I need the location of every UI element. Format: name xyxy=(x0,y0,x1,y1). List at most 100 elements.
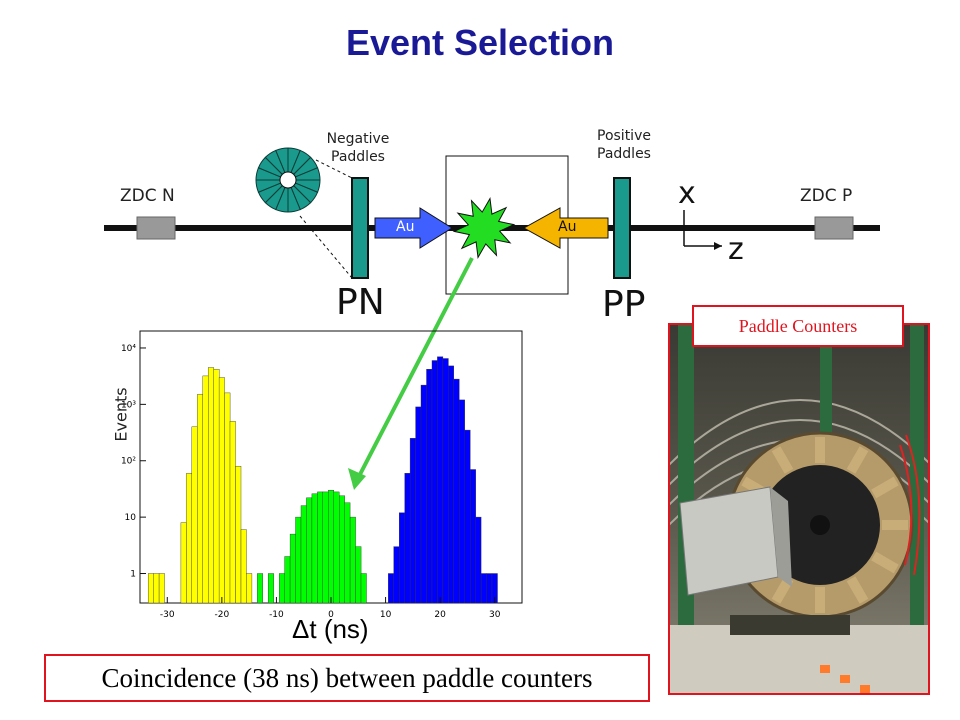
au-beam-left-arrow xyxy=(374,207,453,249)
histogram-bar-series-0 xyxy=(235,465,242,604)
pointer-arrowhead xyxy=(348,468,366,490)
histogram-bar-series-2 xyxy=(431,360,438,604)
projection-line-top xyxy=(315,159,353,179)
photo-wheel-hub xyxy=(810,515,830,535)
axis-z-arrowhead xyxy=(714,242,722,250)
histogram-bar-series-1 xyxy=(333,491,340,604)
y-axis-label: Events xyxy=(111,387,131,442)
histogram-bar-series-0 xyxy=(218,377,225,604)
photo-wheel-spoke xyxy=(871,551,899,574)
photo-orange-marks xyxy=(820,665,870,693)
photo-wheel-spoke xyxy=(871,476,899,499)
photo-base xyxy=(730,615,850,635)
photo-illustration xyxy=(670,325,928,693)
projection-line-bottom xyxy=(299,215,353,279)
negative-paddles-label: Negative Paddles xyxy=(318,130,398,166)
au-beam-right-arrow xyxy=(522,207,609,249)
photo-red-cables xyxy=(899,434,921,576)
histogram-bar-series-2 xyxy=(404,473,411,604)
y-tick-label: 10 xyxy=(125,513,137,523)
histogram-bar-series-1 xyxy=(295,516,302,604)
histogram-bar-series-0 xyxy=(246,573,253,604)
pp-paddle xyxy=(613,177,631,279)
histogram-bar-series-2 xyxy=(399,512,405,604)
collision-star-icon xyxy=(452,197,516,259)
histogram-bar-series-2 xyxy=(409,438,416,604)
histogram-bar-series-2 xyxy=(426,369,433,604)
positive-paddles-label: Positive Paddles xyxy=(584,127,664,163)
histogram-bar-series-0 xyxy=(224,392,231,604)
histogram-bar-series-2 xyxy=(415,406,422,604)
histogram-bar-series-2 xyxy=(393,546,400,604)
y-tick-label: 10³ xyxy=(121,400,136,410)
histogram-bar-series-0 xyxy=(186,473,193,604)
pp-label: PP xyxy=(602,284,646,325)
histogram-bar-series-1 xyxy=(257,573,264,604)
histogram-bar-series-0 xyxy=(158,573,165,604)
x-axis-label: Δt (ns) xyxy=(292,614,369,644)
paddle-counters-label: Paddle Counters xyxy=(738,316,858,336)
pn-label: PN xyxy=(336,282,385,323)
histogram-bar-series-0 xyxy=(191,426,198,604)
paddle-wheel-icon xyxy=(255,147,321,213)
histogram-bar-series-1 xyxy=(284,556,291,604)
histogram-bar-series-2 xyxy=(420,384,427,604)
histogram-bar-series-2 xyxy=(459,399,465,604)
x-tick-label: 10 xyxy=(380,610,392,620)
histogram-bar-series-2 xyxy=(388,573,394,604)
histogram-bar-series-2 xyxy=(486,573,493,604)
pn-paddle xyxy=(351,177,369,279)
positive-paddles-label-line1: Positive xyxy=(597,128,651,144)
histogram-bar-series-2 xyxy=(470,469,476,604)
x-tick-label: -30 xyxy=(160,610,175,620)
photo-green-post-right xyxy=(910,325,924,693)
histogram-bar-series-2 xyxy=(480,573,487,604)
y-tick-label: 1 xyxy=(130,570,136,580)
photo-floor xyxy=(670,625,928,693)
page-title: Event Selection xyxy=(345,22,615,63)
histogram-bar-series-1 xyxy=(311,493,318,604)
zdc-n-label: ZDC N xyxy=(120,186,175,206)
histogram-bar-series-1 xyxy=(267,573,274,604)
histogram-bar-series-2 xyxy=(437,356,444,604)
y-tick-label: 10² xyxy=(121,457,136,467)
histogram-bar-series-1 xyxy=(322,491,329,604)
histogram-bar-series-1 xyxy=(349,516,356,604)
paddle-counters-photo xyxy=(668,323,930,695)
paddle-wheel-hub xyxy=(279,171,297,189)
histogram-bar-series-1 xyxy=(355,546,362,604)
histogram-bar-series-1 xyxy=(278,573,285,604)
histogram-bar-series-2 xyxy=(464,429,471,604)
au-right-label: Au xyxy=(558,219,577,235)
au-left-label: Au xyxy=(396,219,415,235)
pointer-arrow xyxy=(352,257,474,487)
photo-wheel-spoke xyxy=(846,446,869,474)
histogram-bar-series-2 xyxy=(442,358,449,604)
y-tick-label: 10⁴ xyxy=(121,344,136,354)
x-tick-label: 20 xyxy=(434,610,446,620)
histogram-bar-series-0 xyxy=(202,375,209,604)
histogram-bar-series-0 xyxy=(153,573,160,604)
photo-aluminum-box-side xyxy=(770,487,792,587)
paddle-wheel-segment xyxy=(294,167,321,181)
x-tick-label: 30 xyxy=(489,610,501,620)
histogram-bar-series-0 xyxy=(213,369,220,604)
paddle-counters-label-box: Paddle Counters xyxy=(692,305,904,347)
histogram-bar-series-0 xyxy=(148,573,154,604)
histogram-bar-series-0 xyxy=(240,529,247,604)
photo-aluminum-box xyxy=(679,486,779,596)
axis-z-label: z xyxy=(728,232,744,267)
histogram-bar-series-1 xyxy=(300,505,307,604)
photo-wheel-spoke xyxy=(846,576,869,604)
histogram-bar-series-1 xyxy=(317,491,324,604)
positive-paddles-label-line2: Paddles xyxy=(597,146,651,162)
histogram-bar-series-1 xyxy=(328,489,335,604)
histogram-bar-series-2 xyxy=(448,365,454,604)
histogram-bar-series-1 xyxy=(289,533,296,604)
histogram-bar-series-1 xyxy=(306,497,313,604)
x-tick-label: -20 xyxy=(215,610,230,620)
histogram-bar-series-2 xyxy=(475,516,482,604)
